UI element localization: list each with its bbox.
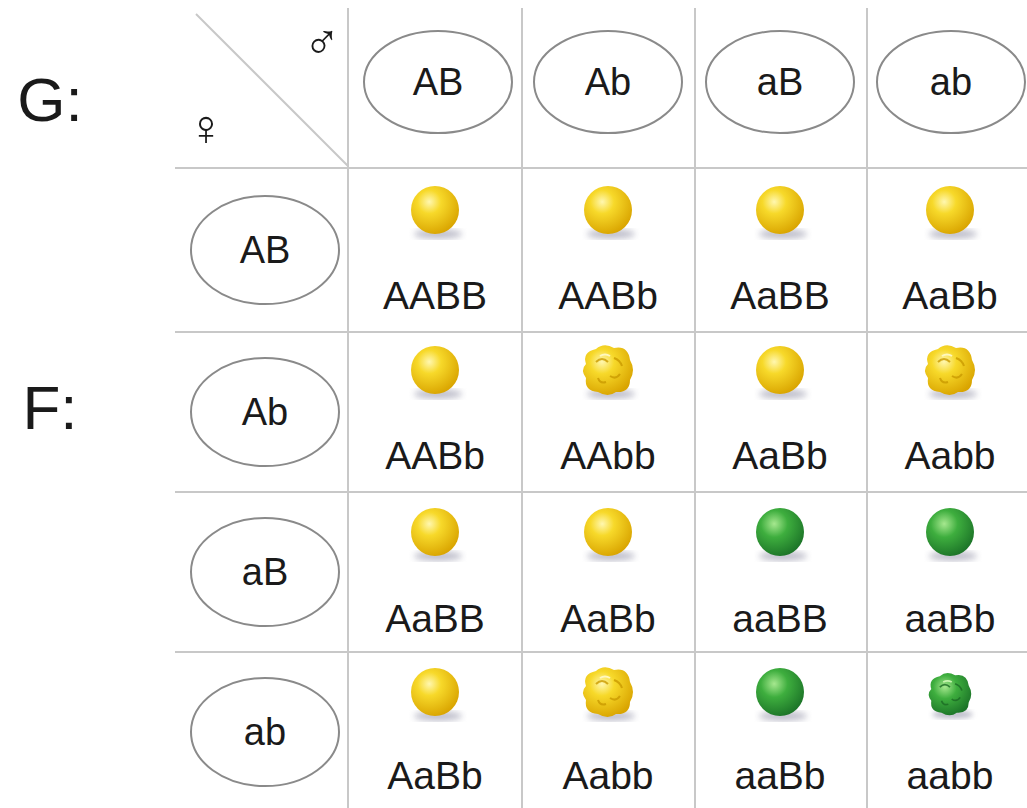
genotype-cell: AAbb <box>560 436 655 475</box>
gamete-oval: aB <box>705 30 855 134</box>
gamete-oval: Ab <box>190 357 340 467</box>
genotype-cell: AABB <box>383 276 487 315</box>
genotype-cell: aabb <box>907 756 994 795</box>
gamete-oval: ab <box>876 30 1026 134</box>
genotype-cell: aaBb <box>904 599 995 638</box>
gamete-oval: Ab <box>533 30 683 134</box>
gamete-oval: AB <box>363 30 513 134</box>
genotype-cell: Aabb <box>904 436 995 475</box>
genotype-cell: AaBb <box>387 756 482 795</box>
genotype-cell: AaBB <box>730 276 830 315</box>
male-symbol: ♂ <box>303 17 341 67</box>
gamete-text: ab <box>190 677 340 787</box>
genotype-cell: aaBb <box>734 756 825 795</box>
cross-label: G: <box>17 69 82 131</box>
genotype-cell: AaBb <box>560 599 655 638</box>
genotype-cell: AaBb <box>732 436 827 475</box>
gamete-text: Ab <box>190 357 340 467</box>
gamete-text: AB <box>363 30 513 134</box>
gamete-text: AB <box>190 195 340 305</box>
gamete-text: aB <box>705 30 855 134</box>
gamete-text: Ab <box>533 30 683 134</box>
genotype-cell: AABb <box>385 436 485 475</box>
genotype-cell: AaBB <box>385 599 485 638</box>
genotype-cell: AABb <box>558 276 658 315</box>
gamete-text: ab <box>876 30 1026 134</box>
genotype-cell: aaBB <box>732 599 827 638</box>
pea-illustrations <box>411 186 977 721</box>
female-symbol: ♀ <box>187 103 225 153</box>
cross-label: F: <box>22 377 77 439</box>
gamete-oval: aB <box>190 517 340 627</box>
genotype-cell: Aabb <box>562 756 653 795</box>
gamete-oval: AB <box>190 195 340 305</box>
gamete-oval: ab <box>190 677 340 787</box>
genotype-cell: AaBb <box>902 276 997 315</box>
gamete-text: aB <box>190 517 340 627</box>
